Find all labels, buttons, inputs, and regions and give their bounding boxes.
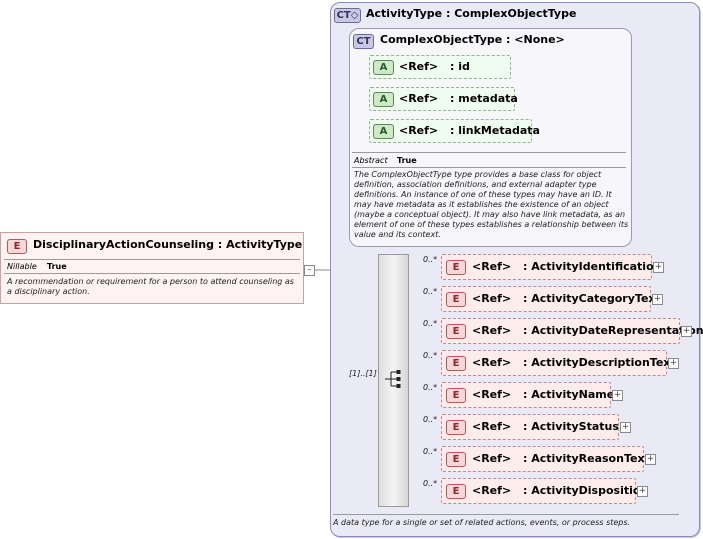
- element-icon: E: [446, 356, 466, 371]
- element-icon: E: [7, 239, 27, 254]
- divider: [4, 259, 300, 260]
- abstract-value: True: [397, 156, 417, 165]
- attribute-id[interactable]: A <Ref> : id: [369, 55, 511, 79]
- sequence-element[interactable]: E <Ref> : ActivityDisposition: [441, 478, 648, 504]
- attribute-name: : metadata: [450, 92, 518, 105]
- divider: [4, 273, 300, 274]
- element-ref: <Ref>: [472, 420, 512, 433]
- sequence-compositor[interactable]: [378, 254, 409, 507]
- activity-type-documentation: A data type for a single or set of relat…: [333, 518, 631, 527]
- element-icon: E: [446, 292, 466, 307]
- element-occurrence: 0..*: [423, 415, 438, 424]
- attribute-ref: <Ref>: [399, 124, 439, 137]
- element-ref: <Ref>: [472, 388, 512, 401]
- element-name: : ActivityReasonText: [523, 452, 650, 465]
- element-name: : ActivityCategoryText: [523, 292, 661, 305]
- sequence-element[interactable]: E <Ref> : ActivityDescriptionText: [441, 350, 676, 376]
- complex-type-icon: CT: [353, 34, 374, 49]
- element-icon: E: [446, 420, 466, 435]
- element-ref: <Ref>: [472, 484, 512, 497]
- element-name: : ActivityStatus: [523, 420, 619, 433]
- element-ref: <Ref>: [472, 324, 512, 337]
- sequence-element[interactable]: E <Ref> : ActivityReasonText: [441, 446, 650, 472]
- element-name: : ActivityIdentification: [523, 260, 662, 273]
- complex-type-icon: CT◇: [334, 8, 361, 23]
- attribute-icon: A: [373, 60, 394, 75]
- root-element-title: DisciplinaryActionCounseling : ActivityT…: [33, 238, 302, 251]
- attribute-metadata[interactable]: A <Ref> : metadata: [369, 87, 518, 111]
- root-element-type: : ActivityType: [217, 238, 303, 251]
- attribute-link-metadata[interactable]: A <Ref> : linkMetadata: [369, 119, 540, 143]
- divider: [333, 514, 679, 515]
- element-icon: E: [446, 388, 466, 403]
- element-icon: E: [446, 324, 466, 339]
- element-name: : ActivityName: [523, 388, 615, 401]
- element-ref: <Ref>: [472, 452, 512, 465]
- sequence-icon: [385, 370, 401, 388]
- element-name: : ActivityDescriptionText: [523, 356, 676, 369]
- complex-object-type-documentation: The ComplexObjectType type provides a ba…: [354, 170, 629, 239]
- sequence-element[interactable]: E <Ref> : ActivityName: [441, 382, 615, 408]
- element-occurrence: 0..*: [423, 479, 438, 488]
- element-icon: E: [446, 484, 466, 499]
- plus-icon[interactable]: +: [637, 486, 648, 497]
- root-element-documentation: A recommendation or requirement for a pe…: [7, 277, 294, 296]
- plus-icon[interactable]: +: [620, 422, 631, 433]
- attribute-ref: <Ref>: [399, 60, 439, 73]
- element-occurrence: 0..*: [423, 383, 438, 392]
- attribute-name: : id: [450, 60, 470, 73]
- divider: [352, 152, 626, 153]
- root-element-name: DisciplinaryActionCounseling: [33, 238, 215, 251]
- attribute-icon: A: [373, 124, 394, 139]
- plus-icon[interactable]: +: [652, 294, 663, 305]
- element-occurrence: 0..*: [423, 319, 438, 328]
- sequence-element[interactable]: E <Ref> : ActivityIdentification: [441, 254, 661, 280]
- element-occurrence: 0..*: [423, 447, 438, 456]
- root-element-box[interactable]: E DisciplinaryActionCounseling : Activit…: [0, 232, 304, 304]
- activity-type-title: ActivityType : ComplexObjectType: [366, 7, 577, 20]
- plus-icon[interactable]: +: [653, 262, 664, 273]
- sequence-element[interactable]: E <Ref> : ActivityCategoryText: [441, 286, 661, 312]
- plus-icon[interactable]: +: [681, 326, 692, 337]
- element-ref: <Ref>: [472, 260, 512, 273]
- attribute-ref: <Ref>: [399, 92, 439, 105]
- complex-object-type-title: ComplexObjectType : <None>: [380, 33, 565, 46]
- element-name: : ActivityDateRepresentation: [523, 324, 703, 337]
- element-occurrence: 0..*: [423, 255, 438, 264]
- element-occurrence: 0..*: [423, 287, 438, 296]
- sequence-element[interactable]: E <Ref> : ActivityDateRepresentation: [441, 318, 703, 344]
- sequence-occurrence: [1]..[1]: [349, 369, 377, 378]
- minus-icon[interactable]: –: [304, 265, 315, 276]
- attribute-icon: A: [373, 92, 394, 107]
- abstract-label: Abstract: [354, 156, 388, 165]
- nillable-label: Nillable: [7, 262, 37, 271]
- plus-icon[interactable]: +: [668, 358, 679, 369]
- plus-icon[interactable]: +: [612, 390, 623, 401]
- element-name: : ActivityDisposition: [523, 484, 649, 497]
- element-ref: <Ref>: [472, 292, 512, 305]
- attribute-name: : linkMetadata: [450, 124, 540, 137]
- plus-icon[interactable]: +: [645, 454, 656, 465]
- nillable-value: True: [47, 262, 67, 271]
- element-occurrence: 0..*: [423, 351, 438, 360]
- sequence-element[interactable]: E <Ref> : ActivityStatus: [441, 414, 619, 440]
- element-icon: E: [446, 452, 466, 467]
- divider: [352, 167, 626, 168]
- element-ref: <Ref>: [472, 356, 512, 369]
- element-icon: E: [446, 260, 466, 275]
